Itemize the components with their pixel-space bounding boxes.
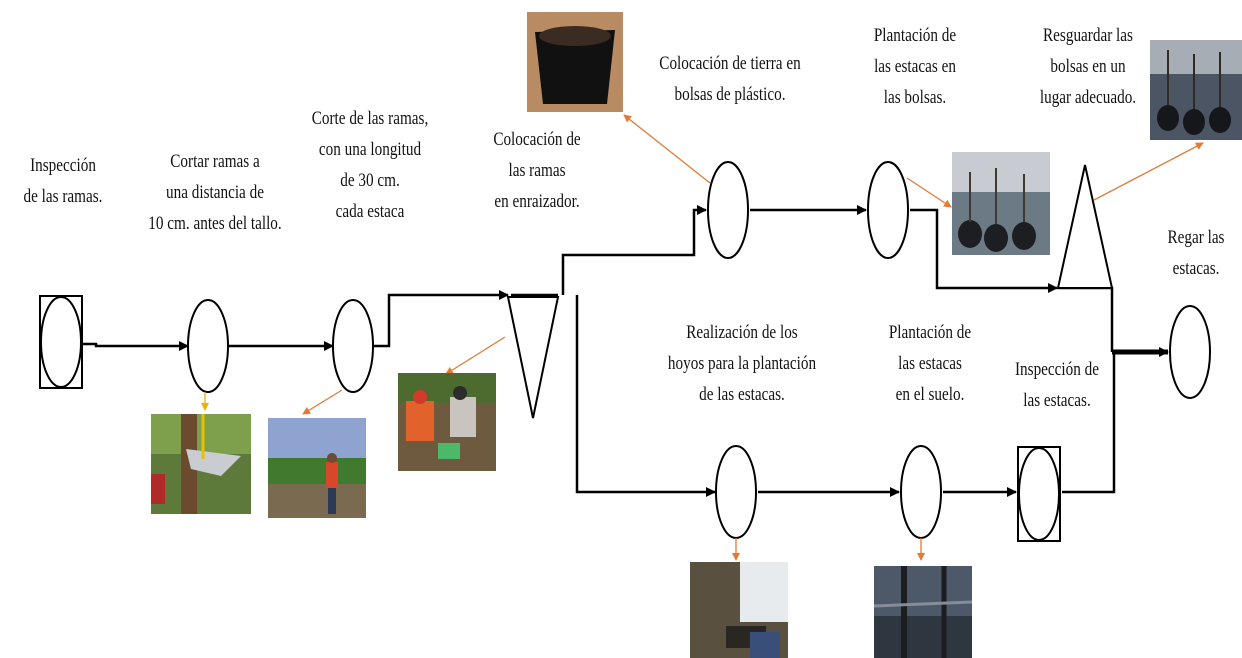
process-symbols [39, 161, 1211, 542]
storage-symbol-enraizador [506, 296, 560, 419]
pointer-arrow [445, 336, 506, 375]
photo-digging-holes [690, 562, 788, 658]
flow-line [575, 295, 716, 497]
pointer-arrow [302, 389, 343, 415]
photo-cutting-branch [151, 414, 251, 514]
flow-line [82, 341, 189, 351]
photo-workers-planting [398, 373, 496, 471]
operation-symbol-tierra [707, 161, 749, 259]
flow-line [374, 290, 509, 348]
photo-pointers [201, 114, 1204, 561]
inspection-symbol-circle [40, 296, 82, 388]
photo-soil-bag [527, 12, 623, 112]
operation-symbol-hoyos [715, 445, 757, 539]
operation-symbol-regar [1169, 305, 1211, 399]
photo-planted-stake [874, 566, 972, 658]
flow-lines [82, 205, 1116, 497]
inspection-symbol-circle-estacas [1018, 447, 1060, 541]
flow-line [561, 205, 707, 295]
pointer-arrow [1093, 142, 1204, 201]
operation-symbol-cortar [187, 299, 229, 393]
photo-field-worker [268, 418, 366, 518]
photo-bags-planted [952, 152, 1050, 255]
flow-line [1062, 352, 1116, 494]
pointer-arrow [623, 114, 711, 184]
operation-symbol-corte [332, 299, 374, 393]
operation-symbol-plantacion-bolsas [867, 161, 909, 259]
photo-bags-stored [1150, 40, 1242, 140]
flow-line [1058, 286, 1114, 352]
storage-symbol-resguardar [1056, 164, 1114, 289]
operation-symbol-plantacion-suelo [900, 445, 942, 539]
flow-line [910, 208, 1058, 293]
pointer-arrow [906, 177, 952, 208]
